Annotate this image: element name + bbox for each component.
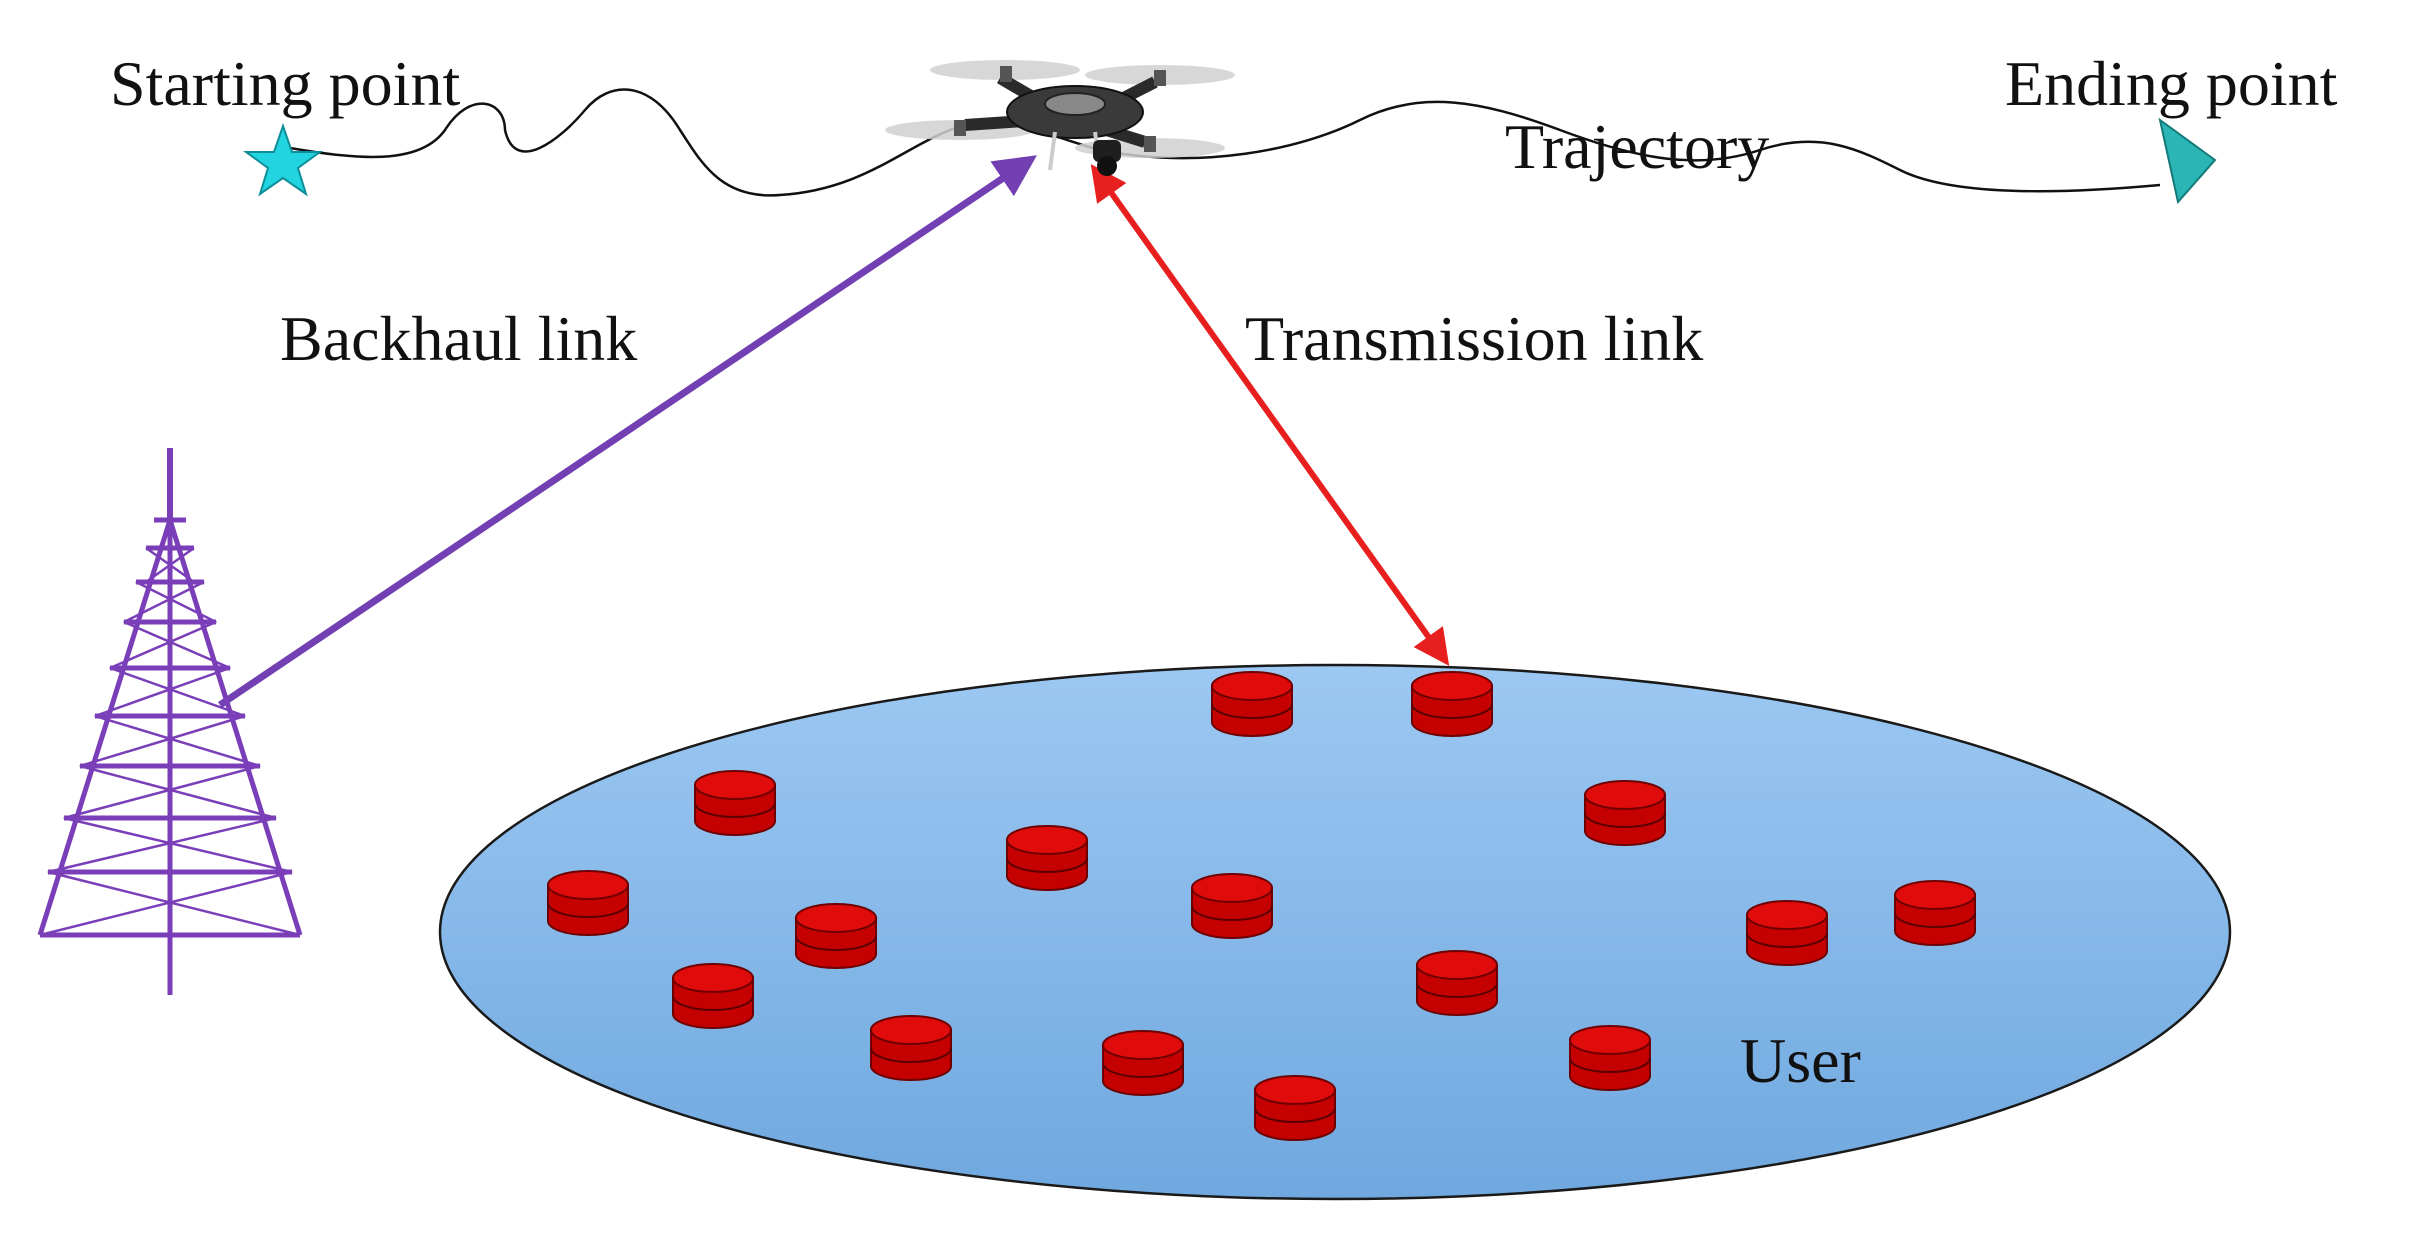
user-cylinder-icon (1894, 880, 1976, 946)
user-cylinder-icon (547, 870, 629, 936)
user-cylinder-icon (870, 1015, 952, 1081)
trajectory-path (289, 88, 2161, 197)
trajectory-label: Trajectory (1505, 111, 1769, 182)
user-cylinder-icon (1254, 1075, 1336, 1141)
end-triangle-icon (2158, 117, 2217, 205)
transmission-link-arrow (1090, 164, 1450, 666)
base-station-tower-icon (37, 448, 303, 995)
start-star-icon (242, 122, 324, 197)
user-cylinder-icon (1746, 900, 1828, 966)
user-cylinder-icon (672, 963, 754, 1029)
user-cylinder-icon (1411, 671, 1493, 737)
user-cylinder-icon (1191, 873, 1273, 939)
user-cylinder-icon (1569, 1025, 1651, 1091)
starting-point-label: Starting point (110, 48, 460, 119)
ending-point-label: Ending point (2005, 48, 2338, 119)
backhaul-link-arrow (218, 155, 1037, 708)
user-cylinder-icon (1006, 825, 1088, 891)
user-cylinder-icon (1584, 780, 1666, 846)
transmission-link-label: Transmission link (1245, 303, 1703, 374)
user-cylinder-icon (1211, 671, 1293, 737)
backhaul-link-label: Backhaul link (280, 303, 637, 374)
user-cylinder-icon (795, 903, 877, 969)
user-label: User (1740, 1025, 1861, 1096)
user-cylinder-icon (1102, 1030, 1184, 1096)
uav-drone-icon (885, 60, 1235, 176)
user-cylinder-icon (1416, 950, 1498, 1016)
user-cylinder-icon (694, 770, 776, 836)
